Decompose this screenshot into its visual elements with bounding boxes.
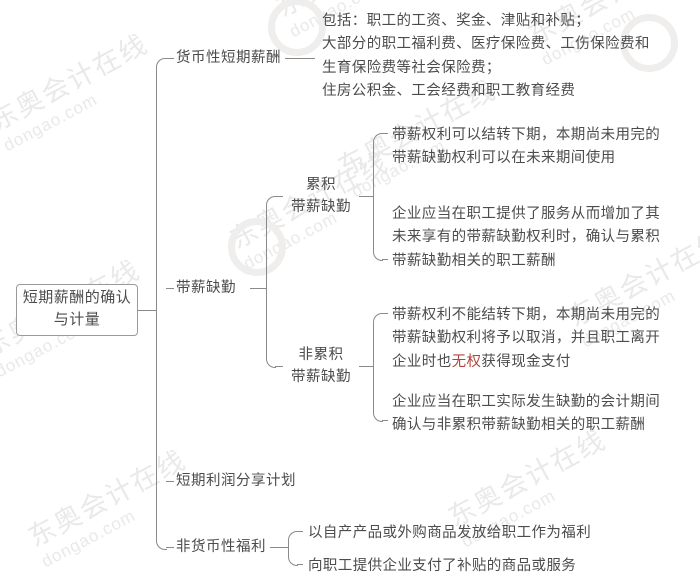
non-monetary-item2-block: 向职工提供企业支付了补贴的商品或服务: [308, 555, 576, 578]
non-cumulative-stem: [359, 366, 373, 367]
root-node-label-line1: 短期薪酬的确认: [22, 290, 132, 307]
non-monetary-item1-block: 以自产产品或外购商品发放给职工作为福利: [308, 522, 591, 545]
cumulative-item1-block: 带薪权利可以结转下期，本期尚未用完的 带薪缺勤权利可以在未来期间使用: [392, 124, 660, 171]
watermark-cn-text: 东奥会计在线: [0, 28, 154, 137]
non-cumulative-item1-highlight: 无权: [451, 353, 482, 370]
paid-absence-stem: [250, 288, 266, 289]
cumulative-item2-line-1: 企业应当在职工提供了服务从而增加了其: [392, 206, 661, 222]
branch-paid-absence-label-text: 带薪缺勤: [176, 280, 236, 296]
branch-profit-sharing-label-text: 短期利润分享计划: [176, 473, 296, 489]
cumulative-item1-line-1: 带薪权利可以结转下期，本期尚未用完的: [392, 127, 661, 143]
non-cumulative-item2-stub: [382, 420, 388, 421]
non-monetary-stem: [270, 547, 288, 548]
cumulative-item2-line-2: 未来享有的带薪缺勤权利时，确认与累积: [392, 229, 661, 246]
cumulative-item2-block: 企业应当在职工提供了服务从而增加了其 未来享有的带薪缺勤权利时，确认与累积 带薪…: [392, 203, 660, 273]
watermark-en-text: dongao.com: [0, 89, 101, 156]
monetary-detail-line-2: 大部分的职工福利费、医疗保险费、工伤保险费和: [322, 36, 650, 53]
non-cumulative-label-line2: 带薪缺勤: [291, 368, 351, 385]
node-cumulative-paid-absence[interactable]: 累积 带薪缺勤: [283, 175, 359, 219]
non-cumulative-label-line1: 非累积: [298, 347, 344, 363]
root-node[interactable]: 短期薪酬的确认 与计量: [16, 284, 138, 336]
non-cumulative-item1-stub: [382, 313, 388, 314]
branch-paid-absence-label[interactable]: 带薪缺勤: [176, 278, 236, 300]
branch-monetary-label-text: 货币性短期薪酬: [176, 50, 281, 66]
watermark: 东奥会计在线 dongao.com: [0, 22, 163, 156]
branch-profit-sharing-label[interactable]: 短期利润分享计划: [176, 471, 296, 493]
branch-non-monetary-label[interactable]: 非货币性福利: [176, 537, 266, 559]
branch-stub-monetary: [166, 58, 174, 59]
root-connector: [138, 310, 156, 311]
non-monetary-item1-text: 以自产产品或外购商品发放给职工作为福利: [308, 525, 592, 541]
non-cumulative-item1-line-3-suffix: 获得现金支付: [481, 353, 571, 370]
paid-absence-bracket: [266, 196, 276, 368]
branch-stub-non-monetary: [166, 547, 174, 548]
non-monetary-item1-stub: [297, 531, 303, 532]
non-cumulative-item2-block: 企业应当在职工实际发生缺勤的会计期间 确认与非累积带薪缺勤相关的职工薪酬: [392, 391, 660, 438]
branch-stub-paid-absence: [166, 288, 174, 289]
watermark: 东奥会计在线 dongao.com: [20, 438, 201, 572]
non-cumulative-item2-line-2: 确认与非累积带薪缺勤相关的职工薪酬: [392, 417, 646, 434]
level1-bracket: [156, 58, 167, 550]
monetary-detail-line-1: 包括：职工的工资、奖金、津贴和补贴；: [322, 13, 591, 29]
monetary-to-detail-connector: [285, 58, 315, 59]
node-non-cumulative-paid-absence[interactable]: 非累积 带薪缺勤: [283, 345, 359, 389]
non-cumulative-items-bracket: [373, 313, 383, 422]
non-monetary-items-bracket: [288, 531, 298, 566]
cumulative-item2-stub: [382, 259, 388, 260]
non-cumulative-item1-block: 带薪权利不能结转下期，本期尚未用完的 带薪缺勤权利将予以取消，并且职工离开 企业…: [392, 304, 660, 374]
cumulative-items-bracket: [373, 133, 383, 261]
non-cumulative-stub: [275, 366, 283, 367]
non-cumulative-item2-line-1: 企业应当在职工实际发生缺勤的会计期间: [392, 394, 661, 410]
cumulative-label-line2: 带薪缺勤: [291, 198, 351, 215]
monetary-detail-block: 包括：职工的工资、奖金、津贴和补贴； 大部分的职工福利费、医疗保险费、工伤保险费…: [322, 10, 650, 104]
non-cumulative-item1-line-2: 带薪缺勤权利将予以取消，并且职工离开: [392, 330, 661, 347]
cumulative-item1-stub: [382, 133, 388, 134]
cumulative-item1-line-2: 带薪缺勤权利可以在未来期间使用: [392, 150, 616, 167]
non-monetary-item2-stub: [297, 564, 303, 565]
root-node-label-line2: 与计量: [53, 312, 101, 328]
branch-monetary-label[interactable]: 货币性短期薪酬: [176, 48, 281, 70]
non-cumulative-item1-line-3-prefix: 企业时也: [392, 353, 452, 370]
monetary-detail-line-3: 生育保险费等社会保险费；: [322, 59, 501, 76]
non-cumulative-item1-line-3: 企业时也无权获得现金支付: [392, 351, 660, 374]
watermark-ring: [228, 218, 286, 276]
cumulative-label-line1: 累积: [306, 177, 336, 193]
cumulative-stem: [359, 196, 373, 197]
non-cumulative-item1-line-1: 带薪权利不能结转下期，本期尚未用完的: [392, 307, 661, 323]
monetary-detail-line-4: 住房公积金、工会经费和职工教育经费: [322, 83, 576, 100]
branch-stub-profit-sharing: [166, 481, 174, 482]
cumulative-stub: [275, 196, 283, 197]
branch-non-monetary-label-text: 非货币性福利: [176, 539, 266, 555]
non-monetary-item2-text: 向职工提供企业支付了补贴的商品或服务: [308, 558, 577, 574]
cumulative-item2-line-3: 带薪缺勤相关的职工薪酬: [392, 252, 556, 269]
